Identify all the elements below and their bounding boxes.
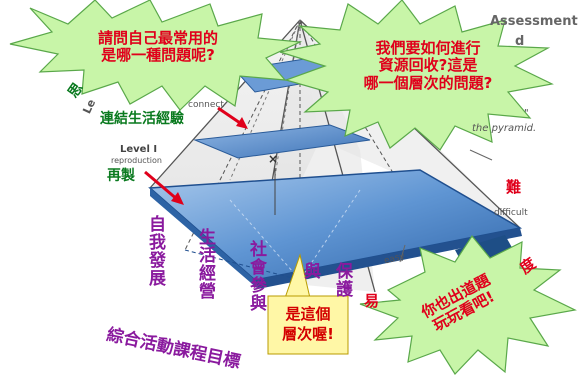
vertical-label-partial: 與 xyxy=(300,262,320,280)
label-difficult-cn: 難 xyxy=(506,178,522,196)
level-i-caption: reproduction xyxy=(111,156,162,165)
callout-line1: 是這個 xyxy=(285,305,331,323)
callout-box xyxy=(267,295,349,355)
burst-top-right-line2: 資源回收?這是 xyxy=(378,56,478,75)
label-easy-cn: 易 xyxy=(364,292,380,310)
pyramid-base-slab xyxy=(148,169,523,289)
top-right-title-2: d xyxy=(515,34,525,49)
pyramid-mid-slab xyxy=(193,124,371,159)
green-burst-bottom-right xyxy=(359,234,577,375)
vertical-label-life-management: 生活經營 xyxy=(195,228,215,300)
vertical-label-social-participation: 社會參與 xyxy=(246,240,266,312)
burst-top-right-line1: 我們要如何進行 xyxy=(375,39,481,57)
burst-top-right-text: 我們要如何進行 資源回收?這是 哪一個層次的問題? xyxy=(318,39,538,92)
top-right-title-1: Assessment xyxy=(490,14,578,29)
difficult-tick xyxy=(469,149,493,161)
green-burst-top-right xyxy=(279,0,554,151)
right-note-2: " xyxy=(524,108,529,119)
callout-line2: 層次喔! xyxy=(282,325,334,344)
level-ii-caption: connect xyxy=(188,100,224,110)
sample-marker: × xyxy=(268,152,279,166)
vertical-label-self-development: 自我發展 xyxy=(145,215,165,287)
burst-top-right-line3: 哪一個層次的問題? xyxy=(363,73,493,92)
label-difficult-en: difficult xyxy=(494,208,528,218)
burst-top-left-line2: 是哪一種問題呢? xyxy=(101,46,215,65)
level-ii-label: 連結生活經驗 xyxy=(100,111,184,127)
right-note-1: the pyramid. xyxy=(472,123,537,134)
burst-top-left-line1: 請問自己最常用的 xyxy=(97,29,218,47)
level-i-title: Level I xyxy=(120,144,158,155)
green-burst-top-left xyxy=(9,0,303,111)
red-arrows xyxy=(144,106,248,205)
callout-text: 是這個 層次喔! xyxy=(268,304,348,345)
easy-tick xyxy=(399,244,406,263)
level-i-label: 再製 xyxy=(107,168,135,184)
vertical-label-protection: 保護 xyxy=(332,262,352,298)
burst-top-left-text: 請問自己最常用的 是哪一種問題呢? xyxy=(78,29,238,65)
